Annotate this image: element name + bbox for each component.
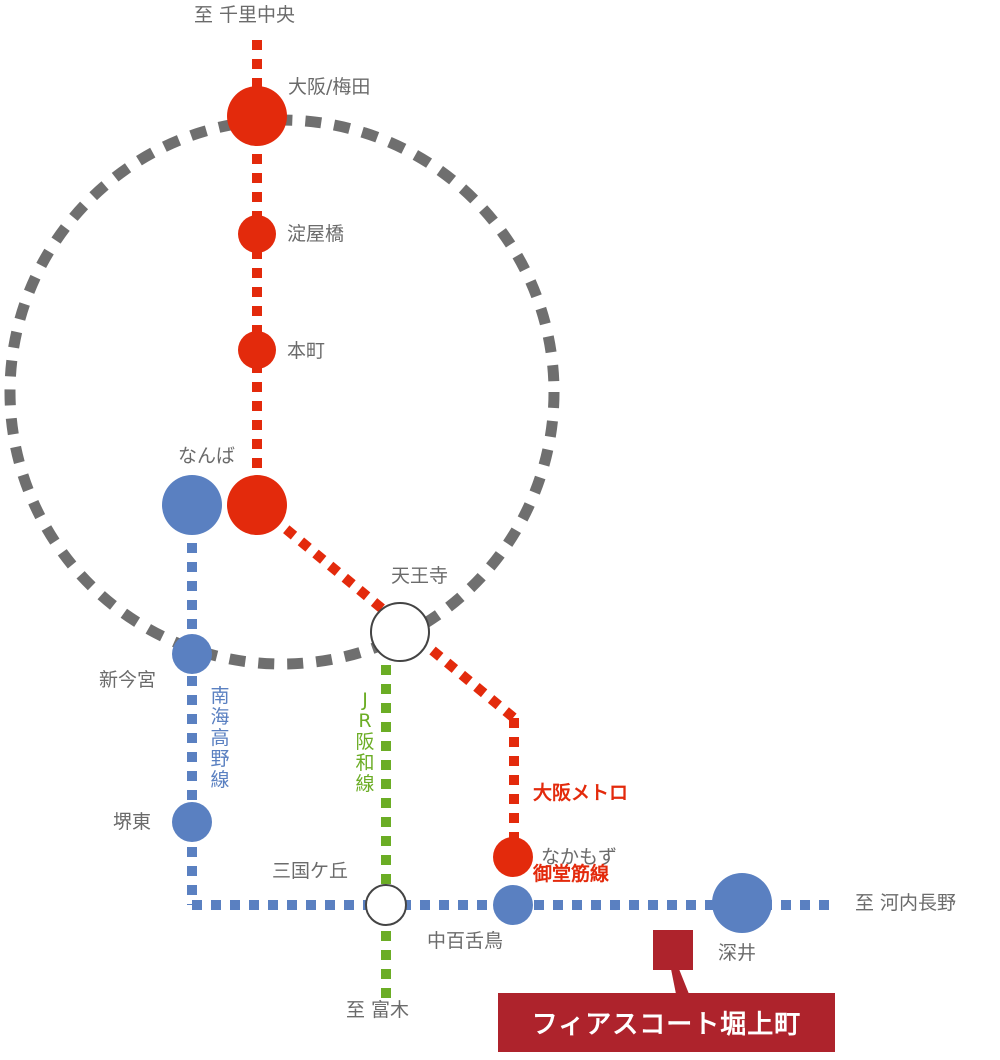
station-tennoji[interactable] — [370, 602, 430, 662]
midosuji-line-name-1: 大阪メトロ — [533, 782, 629, 804]
station-label-tennoji: 天王寺 — [391, 565, 449, 587]
station-nakamozu-nankai[interactable] — [493, 885, 533, 925]
station-yodoyabashi[interactable] — [238, 215, 276, 253]
station-label-sakaihigashi: 堺東 — [113, 811, 152, 833]
station-label-nakamozu-midosuji: なかもず — [541, 846, 618, 868]
station-label-umeda: 大阪/梅田 — [288, 76, 371, 98]
property-callout[interactable]: フィアスコート堀上町 — [498, 993, 835, 1052]
property-location-marker[interactable] — [653, 930, 693, 970]
station-label-mikunigaoka: 三国ケ丘 — [272, 860, 349, 882]
station-umeda[interactable] — [227, 86, 287, 146]
station-namba-nankai[interactable] — [162, 475, 222, 535]
station-nakamozu-midosuji[interactable] — [493, 837, 533, 877]
midosuji-line — [252, 40, 519, 857]
jr-hanwa-line-char: 線 — [355, 773, 375, 795]
destination-south-label: 至 富木 — [346, 999, 410, 1021]
station-label-honmachi: 本町 — [287, 340, 326, 362]
jr-hanwa-line-char: 阪 — [355, 731, 375, 753]
midosuji-line-name-2: 御堂筋線 — [533, 863, 610, 885]
station-shin-imamiya[interactable] — [172, 634, 212, 674]
nankai-line-char: 線 — [210, 769, 230, 791]
station-sakaihigashi[interactable] — [172, 802, 212, 842]
nankai-line-char: 南 — [210, 685, 230, 707]
nankai-line-char: 高 — [210, 727, 230, 749]
station-label-nakamozu-nankai: 中百舌鳥 — [427, 930, 504, 952]
property-name: フィアスコート堀上町 — [531, 1010, 802, 1040]
jr-hanwa-line-name: J R 阪 和 線 — [354, 690, 376, 795]
station-mikunigaoka[interactable] — [365, 884, 407, 926]
station-label-fukai: 深井 — [718, 942, 757, 964]
station-honmachi[interactable] — [238, 331, 276, 369]
midosuji-line-name: 大阪メトロ 御堂筋線 — [533, 726, 628, 915]
nankai-line-char: 海 — [210, 706, 230, 728]
destination-north-label: 至 千里中央 — [194, 4, 296, 26]
jr-hanwa-line-char: 和 — [355, 752, 375, 774]
osaka-loop-line — [4, 114, 560, 670]
station-label-shin-imamiya: 新今宮 — [99, 669, 157, 691]
jr-hanwa-line-char: J — [362, 689, 368, 711]
destination-east-label: 至 河内長野 — [855, 892, 957, 914]
station-label-yodoyabashi: 淀屋橋 — [287, 223, 345, 245]
station-fukai[interactable] — [712, 873, 772, 933]
station-label-namba: なんば — [178, 445, 236, 467]
nankai-line-char: 野 — [210, 748, 230, 770]
station-namba-midosuji[interactable] — [227, 475, 287, 535]
property-callout-pointer — [671, 969, 689, 994]
jr-hanwa-line-char: R — [358, 710, 372, 732]
nankai-line-name: 南 海 高 野 線 — [209, 686, 231, 791]
